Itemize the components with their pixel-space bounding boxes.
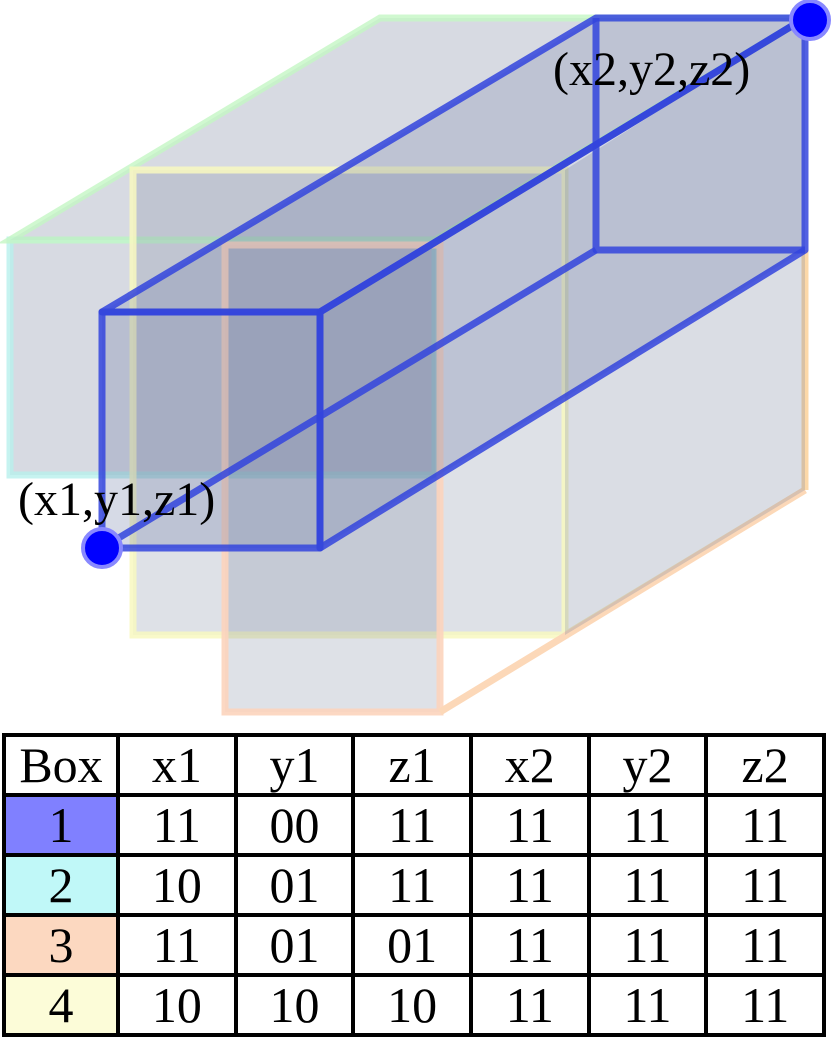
table-row: 3 11 01 01 11 11 11 [2,913,826,977]
box-3-outline [221,241,809,716]
table-cell: 11 [468,793,591,857]
header-x2: x2 [468,733,591,797]
table-row: 4 10 10 10 11 11 11 [2,973,826,1037]
table-cell: 11 [116,793,238,857]
box-coordinate-table: Box x1 y1 z1 x2 y2 z2 1 11 00 11 11 11 1… [2,733,826,1037]
header-z1: z1 [351,733,473,797]
table-cell: 11 [704,913,826,977]
header-x1: x1 [116,733,238,797]
table-cell: 11 [586,913,709,977]
table-cell: 11 [586,973,709,1037]
header-z2: z2 [704,733,826,797]
header-y2: y2 [586,733,709,797]
table-cell: 11 [586,853,709,917]
corner-label-1: (x1,y1,z1) [18,473,215,526]
table-header-row: Box x1 y1 z1 x2 y2 z2 [2,733,826,797]
box-id-cell: 2 [2,853,120,917]
table-cell: 11 [704,853,826,917]
table-cell: 10 [116,853,238,917]
header-box: Box [2,733,120,797]
table-cell: 01 [233,913,356,977]
table-cell: 10 [116,973,238,1037]
box-3-edge-bottom [438,487,807,715]
table-row: 1 11 00 11 11 11 11 [2,793,826,857]
table-cell: 00 [233,793,356,857]
corner-label-2: (x2,y2,z2) [553,43,750,96]
table-cell: 11 [351,853,473,917]
table-cell: 11 [704,973,826,1037]
box-diagram: (x1,y1,z1) (x2,y2,z2) [0,0,831,716]
table-cell: 11 [468,913,591,977]
box-id-cell: 1 [2,793,120,857]
header-y1: y1 [233,733,356,797]
table-cell: 11 [468,853,591,917]
table-cell: 11 [351,793,473,857]
table-cell: 11 [586,793,709,857]
box-1-hidden-edge [100,247,598,551]
table-cell: 11 [468,973,591,1037]
table-cell: 01 [351,913,473,977]
table-cell: 11 [704,793,826,857]
table-row: 2 10 01 11 11 11 11 [2,853,826,917]
table-cell: 10 [233,973,356,1037]
table-cell: 01 [233,853,356,917]
corner-point-2 [789,0,831,41]
table-cell: 10 [351,973,473,1037]
table-cell: 11 [116,913,238,977]
box-id-cell: 3 [2,913,120,977]
corner-point-1 [81,527,123,569]
box-id-cell: 4 [2,973,120,1037]
box-1-outline [98,14,809,552]
